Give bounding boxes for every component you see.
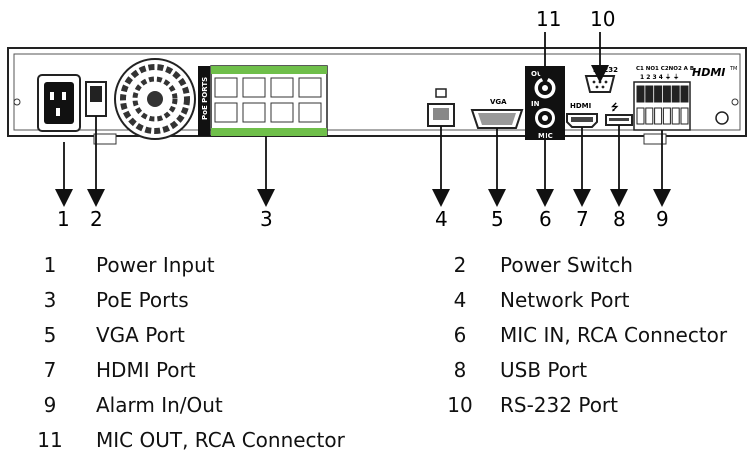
callout-9: 9 <box>656 207 669 231</box>
rs232-label: RS232 <box>593 66 618 74</box>
alarm-terminal[interactable] <box>645 85 654 103</box>
alarm-io[interactable]: C1 NO1 C2NO2 A B 1 2 3 4 ⏚ ⏚ <box>633 66 694 131</box>
poe-jack[interactable] <box>270 77 294 98</box>
callout-8: 8 <box>613 207 626 231</box>
alarm-top-label: C1 NO1 C2NO2 A B <box>636 66 694 72</box>
legend-num: 8 <box>453 358 467 382</box>
callout-3: 3 <box>260 207 273 231</box>
callout-2: 2 <box>90 207 103 231</box>
legend-label: Power Input <box>96 253 215 277</box>
legend-label: USB Port <box>500 358 588 382</box>
alarm-terminal[interactable] <box>671 85 680 103</box>
fan-grille <box>114 58 196 140</box>
hdmi-port[interactable]: HDMI <box>566 102 598 128</box>
legend-num: 4 <box>453 288 467 312</box>
callout-numbers: 11 10 1 2 3 4 5 6 7 8 9 <box>57 7 669 231</box>
mic-in-label: IN <box>531 100 540 108</box>
alarm-terminal[interactable] <box>680 107 689 125</box>
legend-label: Network Port <box>500 288 630 312</box>
vga-port[interactable]: VGA <box>470 98 524 129</box>
poe-jack[interactable] <box>298 77 322 98</box>
alarm-terminal[interactable] <box>636 85 645 103</box>
hdmi-logo-text: HDMI <box>692 66 725 79</box>
legend-num: 5 <box>43 323 57 347</box>
legend-num: 1 <box>43 253 57 277</box>
poe-jack[interactable] <box>242 77 266 98</box>
poe-ports-label: PoE PORTS <box>201 77 209 120</box>
mic-in-connector[interactable] <box>535 108 555 128</box>
poe-jack[interactable] <box>270 102 294 123</box>
mic-out-connector[interactable] <box>534 77 556 99</box>
legend-label: VGA Port <box>96 323 185 347</box>
callout-5: 5 <box>491 207 504 231</box>
legend-num: 7 <box>43 358 57 382</box>
legend-label: Power Switch <box>500 253 633 277</box>
callout-11: 11 <box>536 7 561 31</box>
power-switch[interactable] <box>85 81 107 117</box>
vga-label: VGA <box>490 98 507 106</box>
legend-num: 9 <box>43 393 57 417</box>
callout-10: 10 <box>590 7 615 31</box>
legend-num: 10 <box>447 393 473 417</box>
power-input[interactable] <box>37 74 81 132</box>
alarm-terminal[interactable] <box>636 107 645 125</box>
callout-4: 4 <box>435 207 448 231</box>
legend-num: 2 <box>453 253 467 277</box>
legend-label: MIC IN, RCA Connector <box>500 323 728 347</box>
usb-icon: ⭍ <box>611 102 619 113</box>
poe-ports[interactable]: PoE PORTS <box>198 65 328 137</box>
callout-1: 1 <box>57 207 70 231</box>
legend-label: Alarm In/Out <box>96 393 223 417</box>
legend-num: 11 <box>37 428 63 452</box>
alarm-terminal[interactable] <box>662 85 671 103</box>
callout-6: 6 <box>539 207 552 231</box>
alarm-terminal[interactable] <box>654 85 663 103</box>
alarm-terminal[interactable] <box>645 107 654 125</box>
legend: 1 Power Input 2 Power Switch 3 PoE Ports 4 N… <box>0 245 754 460</box>
callout-7: 7 <box>576 207 589 231</box>
poe-jack[interactable] <box>242 102 266 123</box>
hdmi-small-label: HDMI <box>570 102 591 110</box>
alarm-terminal[interactable] <box>654 107 663 125</box>
network-icon <box>435 88 447 98</box>
alarm-terminal[interactable] <box>671 107 680 125</box>
alarm-terminal[interactable] <box>680 85 689 103</box>
ground-screw-icon <box>715 111 729 125</box>
hdmi-logo: HDMI TM <box>692 66 737 125</box>
alarm-num-label: 1 2 3 4 ⏚ ⏚ <box>640 74 679 81</box>
callout-lines <box>55 32 671 207</box>
legend-label: PoE Ports <box>96 288 189 312</box>
legend-label: MIC OUT, RCA Connector <box>96 428 345 452</box>
poe-jack[interactable] <box>298 102 322 123</box>
alarm-terminal[interactable] <box>662 107 671 125</box>
poe-jack[interactable] <box>214 102 238 123</box>
legend-label: RS-232 Port <box>500 393 618 417</box>
rear-panel-diagram: PoE PORTS VGA OUT IN MIC HDM <box>7 7 747 231</box>
legend-label: HDMI Port <box>96 358 196 382</box>
hdmi-tm: TM <box>729 66 737 72</box>
legend-num: 6 <box>453 323 467 347</box>
legend-num: 3 <box>43 288 57 312</box>
poe-jack[interactable] <box>214 77 238 98</box>
